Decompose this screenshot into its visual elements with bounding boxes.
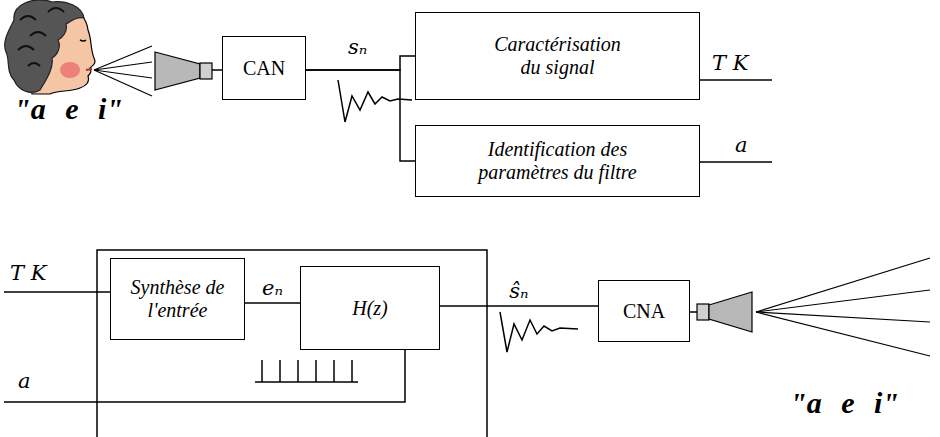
waveform xyxy=(338,80,412,122)
converter-box: CAN xyxy=(222,36,306,100)
filter-box: H(z) xyxy=(300,266,440,350)
output-name: a xyxy=(735,134,748,157)
speaker-face xyxy=(5,0,95,94)
signal-name: sₙ xyxy=(348,36,367,59)
box-label: Identification des paramètres du filtre xyxy=(465,138,650,184)
box-label: H(z) xyxy=(352,297,388,320)
input-name: T K xyxy=(10,262,46,285)
synthesizer-frame xyxy=(97,250,487,437)
signal-name: ŝₙ xyxy=(507,280,530,303)
input-name: a xyxy=(18,370,31,393)
sound-rays xyxy=(756,258,930,356)
pulse-train xyxy=(255,360,358,382)
process-box: Caractérisation du signal xyxy=(415,12,700,100)
connector xyxy=(306,70,415,161)
input-wire xyxy=(4,291,111,293)
connector xyxy=(440,305,598,307)
waveform xyxy=(500,312,578,352)
signal-name: eₙ xyxy=(260,277,285,300)
sound-rays xyxy=(94,46,152,96)
process-box: Identification des paramètres du filtre xyxy=(415,125,700,197)
connector xyxy=(245,302,300,304)
output-wire xyxy=(700,79,772,81)
output-wire xyxy=(700,161,772,163)
box-label: CAN xyxy=(243,57,285,80)
box-label: Synthèse de l'entrée xyxy=(130,276,225,322)
box-label: Caractérisation du signal xyxy=(485,33,630,79)
output-name: T K xyxy=(712,52,748,75)
loudspeaker xyxy=(690,292,752,332)
microphone xyxy=(155,52,223,90)
spoken-vowels: "a e i" xyxy=(790,386,899,419)
box-label: CNA xyxy=(623,300,665,323)
process-box: Synthèse de l'entrée xyxy=(110,258,245,340)
spoken-vowels: "a e i" xyxy=(14,92,123,125)
input-wire xyxy=(4,350,405,402)
converter-box: CNA xyxy=(598,280,690,342)
